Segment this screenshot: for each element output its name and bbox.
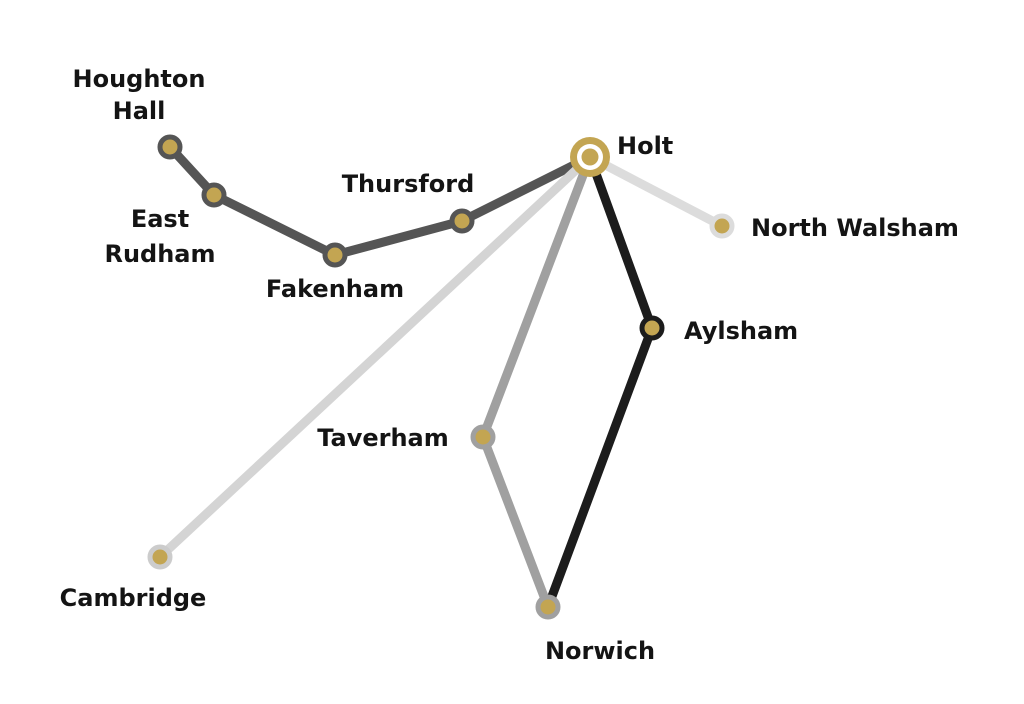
label-northwalsham: North Walsham — [751, 214, 959, 242]
route-line-west — [165, 142, 595, 260]
label-thursford: Thursford — [342, 170, 475, 198]
station-node-fakenham — [322, 242, 348, 268]
route-line-cambridge — [155, 152, 595, 562]
station-node-eastrudham — [201, 182, 227, 208]
route-lines — [155, 142, 727, 612]
label-houghton-2: Hall — [113, 97, 166, 125]
label-eastrudham-1: East — [131, 205, 189, 233]
station-node-thursford — [449, 208, 475, 234]
station-node-norwich — [535, 594, 561, 620]
label-holt: Holt — [617, 132, 673, 160]
holt-center — [581, 148, 599, 166]
station-node-northwalsham — [709, 213, 735, 239]
label-cambridge: Cambridge — [60, 584, 207, 612]
station-node-cambridge — [147, 544, 173, 570]
labels: Houghton Hall East Rudham Fakenham Thurs… — [60, 65, 959, 665]
station-node-taverham — [470, 424, 496, 450]
label-fakenham: Fakenham — [266, 275, 404, 303]
station-node-aylsham — [639, 315, 665, 341]
route-line-north-walsham — [585, 152, 727, 231]
label-eastrudham-2: Rudham — [104, 240, 215, 268]
label-norwich: Norwich — [545, 637, 655, 665]
station-node-houghton — [157, 134, 183, 160]
label-taverham: Taverham — [317, 424, 449, 452]
label-houghton-1: Houghton — [73, 65, 206, 93]
station-nodes — [147, 134, 735, 620]
label-aylsham: Aylsham — [684, 317, 798, 345]
